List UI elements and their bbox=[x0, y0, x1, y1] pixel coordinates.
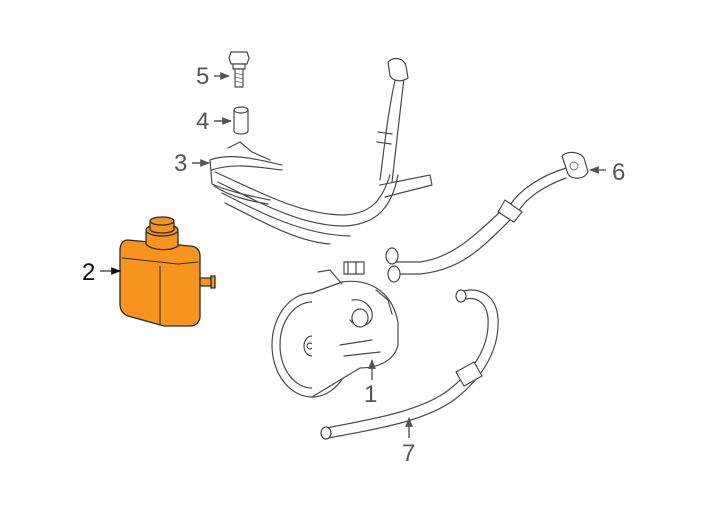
callout-4: 4 bbox=[196, 108, 232, 135]
part-2-reservoir bbox=[119, 216, 216, 327]
part-1-pump bbox=[271, 261, 399, 398]
part-4-spacer bbox=[233, 106, 249, 135]
callout-label-2: 2 bbox=[82, 259, 95, 286]
callout-6: 6 bbox=[589, 159, 625, 186]
hose-bundle bbox=[214, 171, 433, 245]
callout-label-4: 4 bbox=[196, 108, 209, 135]
callout-label-7: 7 bbox=[402, 440, 415, 467]
callout-label-1: 1 bbox=[364, 381, 377, 408]
callout-7: 7 bbox=[402, 417, 415, 467]
callout-5: 5 bbox=[196, 63, 230, 90]
part-7-return-hose bbox=[320, 289, 499, 440]
callout-1: 1 bbox=[364, 359, 377, 408]
part-5-bolt bbox=[228, 51, 250, 88]
part-6-flange-line bbox=[385, 151, 589, 283]
callout-3: 3 bbox=[174, 150, 210, 177]
callout-label-6: 6 bbox=[612, 159, 625, 186]
callout-label-3: 3 bbox=[174, 150, 187, 177]
part-3-bracket bbox=[209, 141, 283, 205]
callout-2: 2 bbox=[82, 259, 121, 286]
pressure-hose-upper bbox=[376, 57, 409, 183]
callout-label-5: 5 bbox=[196, 63, 209, 90]
